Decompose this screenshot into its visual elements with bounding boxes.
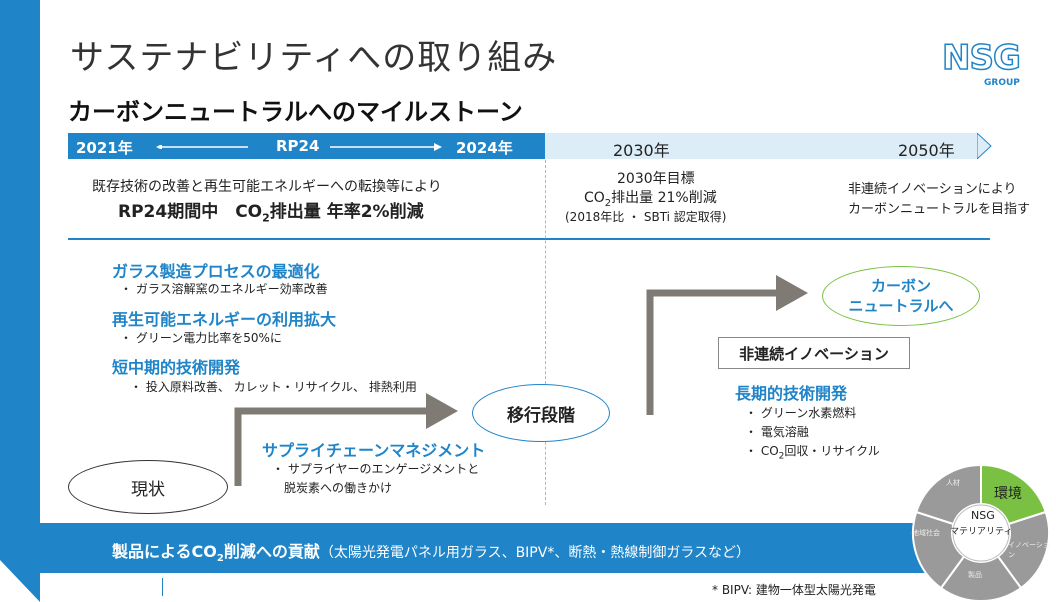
donut-center-label2: マテリアリティ: [950, 527, 1013, 537]
timeline-left: 2021年 RP24 2024年: [68, 133, 545, 159]
timeline-rp24: RP24: [276, 137, 320, 155]
long-term-bullet3-sub: 2: [778, 451, 785, 462]
timeline-2030: 2030年: [613, 141, 670, 160]
carbon-neutral-oval: カーボン ニュートラルへ: [822, 266, 980, 326]
innovation-box-label: 非連続イノベーション: [739, 344, 889, 363]
timeline-2050: 2050年: [898, 141, 955, 160]
section-subtitle: カーボンニュートラルへのマイルストーン: [68, 98, 523, 126]
col1-line1: 既存技術の改善と再生可能エネルギーへの転換等により: [92, 179, 442, 195]
long-term-heading: 長期的技術開発: [735, 384, 848, 403]
donut-label-environment: 環境: [994, 486, 1022, 502]
col1-line2: RP24期間中 CO2排出量 年率2%削減: [118, 197, 424, 224]
logo-text: NSG: [941, 37, 1021, 79]
timeline-2024: 2024年: [456, 139, 513, 157]
donut-center-label1: NSG: [971, 509, 995, 522]
timeline-arrow-left: [156, 145, 248, 149]
footnote: * BIPV: 建物一体型太陽光発電: [712, 583, 876, 597]
col2-line2-sub: 2: [604, 197, 612, 209]
current-state-oval: 現状: [68, 460, 228, 514]
col3-line1: 非連続イノベーションにより: [848, 182, 1017, 197]
nsg-logo: NSG GROUP: [941, 37, 1021, 88]
long-term-bullet1: ・ グリーン水素燃料: [745, 406, 857, 420]
glass-bullet: ・ ガラス溶解窯のエネルギー効率改善: [120, 282, 328, 296]
col2-line2: CO2排出量 21%削減: [584, 187, 717, 209]
short-term-bullet: ・ 投入原料改善、 カレット・リサイクル、 排熱利用: [130, 380, 417, 394]
logo-sub: GROUP: [984, 78, 1020, 88]
donut-center: [952, 504, 1010, 562]
glass-heading: ガラス製造プロセスの最適化: [112, 262, 320, 281]
donut-label-people: 人材: [946, 479, 960, 487]
col2-line3: (2018年比 ・ SBTi 認定取得): [565, 210, 727, 224]
timeline-2021: 2021年: [76, 139, 133, 157]
renewable-heading: 再生可能エネルギーの利用拡大: [112, 310, 337, 329]
carbon-neutral-label2: ニュートラルへ: [848, 297, 954, 315]
donut-label-local: 地域社会: [912, 529, 940, 537]
supply-chain-bullet1: ・ サプライヤーのエンゲージメントと: [272, 462, 480, 476]
contribution-detail: （太陽光発電パネル用ガラス、BIPV*、断熱・熱線制御ガラスなど）: [319, 545, 751, 561]
left-bar-notch: [0, 560, 40, 602]
contribution-text: 製品によるCO2削減への貢献（太陽光発電パネル用ガラス、BIPV*、断熱・熱線制…: [112, 538, 750, 564]
contribution-band: [40, 523, 1040, 573]
col2-line2-post: 排出量 21%削減: [611, 190, 717, 206]
contribution-main-pre: 製品によるCO: [112, 542, 217, 561]
donut-label-innovation: イノベーション: [1008, 541, 1050, 559]
page-title: サステナビリティへの取り組み: [70, 38, 558, 78]
left-accent-bar: [0, 0, 40, 602]
innovation-box: 非連続イノベーション: [718, 337, 910, 369]
current-state-label: 現状: [131, 479, 165, 500]
donut-segment-people: [915, 463, 982, 526]
transition-oval: 移行段階: [472, 384, 610, 442]
col3-line2: カーボンニュートラルを目指す: [848, 202, 1031, 217]
timeline-right: 2030年 2050年: [545, 133, 977, 160]
col2-line1: 2030年目標: [617, 171, 695, 187]
footer-tick: [162, 578, 163, 596]
materiality-donut: [911, 463, 1051, 602]
long-term-bullet3-post: 回収・リサイクル: [784, 444, 880, 458]
col2-line2-pre: CO: [584, 190, 605, 206]
long-term-bullet3-pre: ・ CO: [745, 444, 779, 458]
separator-line: [68, 238, 990, 240]
contribution-main-sub: 2: [216, 553, 224, 565]
col1-line2-sub: 2: [262, 211, 270, 225]
long-term-bullet3: ・ CO2回収・リサイクル: [745, 442, 880, 461]
supply-chain-heading: サプライチェーンマネジメント: [262, 441, 486, 460]
col1-line2-pre: RP24期間中 CO: [118, 202, 263, 222]
transition-label: 移行段階: [507, 405, 575, 426]
long-term-bullet2: ・ 電気溶融: [745, 425, 809, 439]
supply-chain-bullet2: 脱炭素への働きかけ: [284, 481, 393, 495]
timeline-right-tip: [977, 133, 992, 159]
donut-label-products: 製品: [968, 571, 982, 579]
renewable-bullet: ・ グリーン電力比率を50%に: [120, 331, 282, 345]
timeline-arrow-right: [330, 143, 442, 151]
timeline-divider: [545, 160, 546, 505]
progress-arrows: [234, 275, 808, 486]
short-term-heading: 短中期的技術開発: [112, 358, 241, 377]
contribution-main-post: 削減への貢献: [223, 542, 320, 561]
carbon-neutral-label1: カーボン: [870, 277, 931, 295]
col1-line2-post: 排出量 年率2%削減: [269, 202, 424, 222]
